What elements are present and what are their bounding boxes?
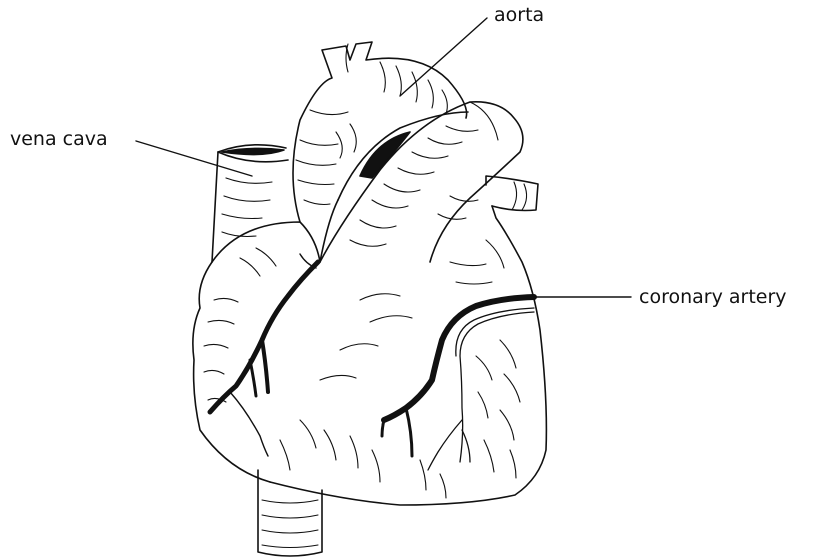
label-vena-cava: vena cava: [10, 130, 108, 149]
label-coronary-artery: coronary artery: [639, 288, 787, 307]
right-coronary-artery: [210, 254, 318, 456]
aorta-leader-line: [400, 18, 487, 96]
lower-vessel: [258, 470, 322, 556]
label-aorta: aorta: [494, 6, 544, 25]
aorta-vessel: [293, 42, 468, 262]
vena-cava-vessel: [212, 145, 288, 262]
pulmonary-trunk: [320, 102, 523, 262]
